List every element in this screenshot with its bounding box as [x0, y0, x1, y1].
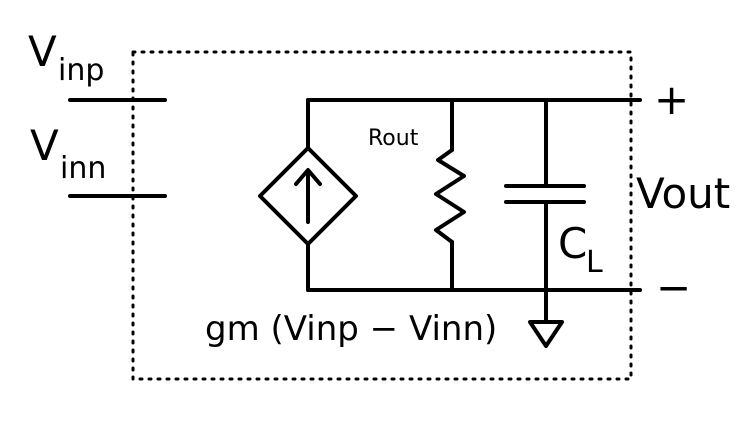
vinn-label-sub: inn: [60, 151, 106, 186]
current-arrow-icon: [294, 168, 322, 186]
vinp-label-sub: inp: [58, 53, 104, 88]
transconductance-expression: gm (Vinp − Vinn): [205, 309, 497, 349]
output-minus-sign: −: [656, 263, 691, 312]
output-plus-sign: +: [654, 75, 689, 124]
resistor-zigzag: [434, 148, 466, 244]
vout-label: Vout: [636, 169, 730, 218]
dotted-boundary-box: [131, 50, 633, 381]
cl-label-sub: L: [586, 245, 603, 280]
cl-label-main: C: [558, 219, 587, 268]
rout-label: Rout: [368, 126, 419, 151]
ground-icon: [528, 320, 564, 348]
vinp-label-main: V: [28, 27, 57, 76]
dependent-current-source-diamond: [258, 146, 358, 246]
vinn-label-main: V: [30, 121, 59, 170]
